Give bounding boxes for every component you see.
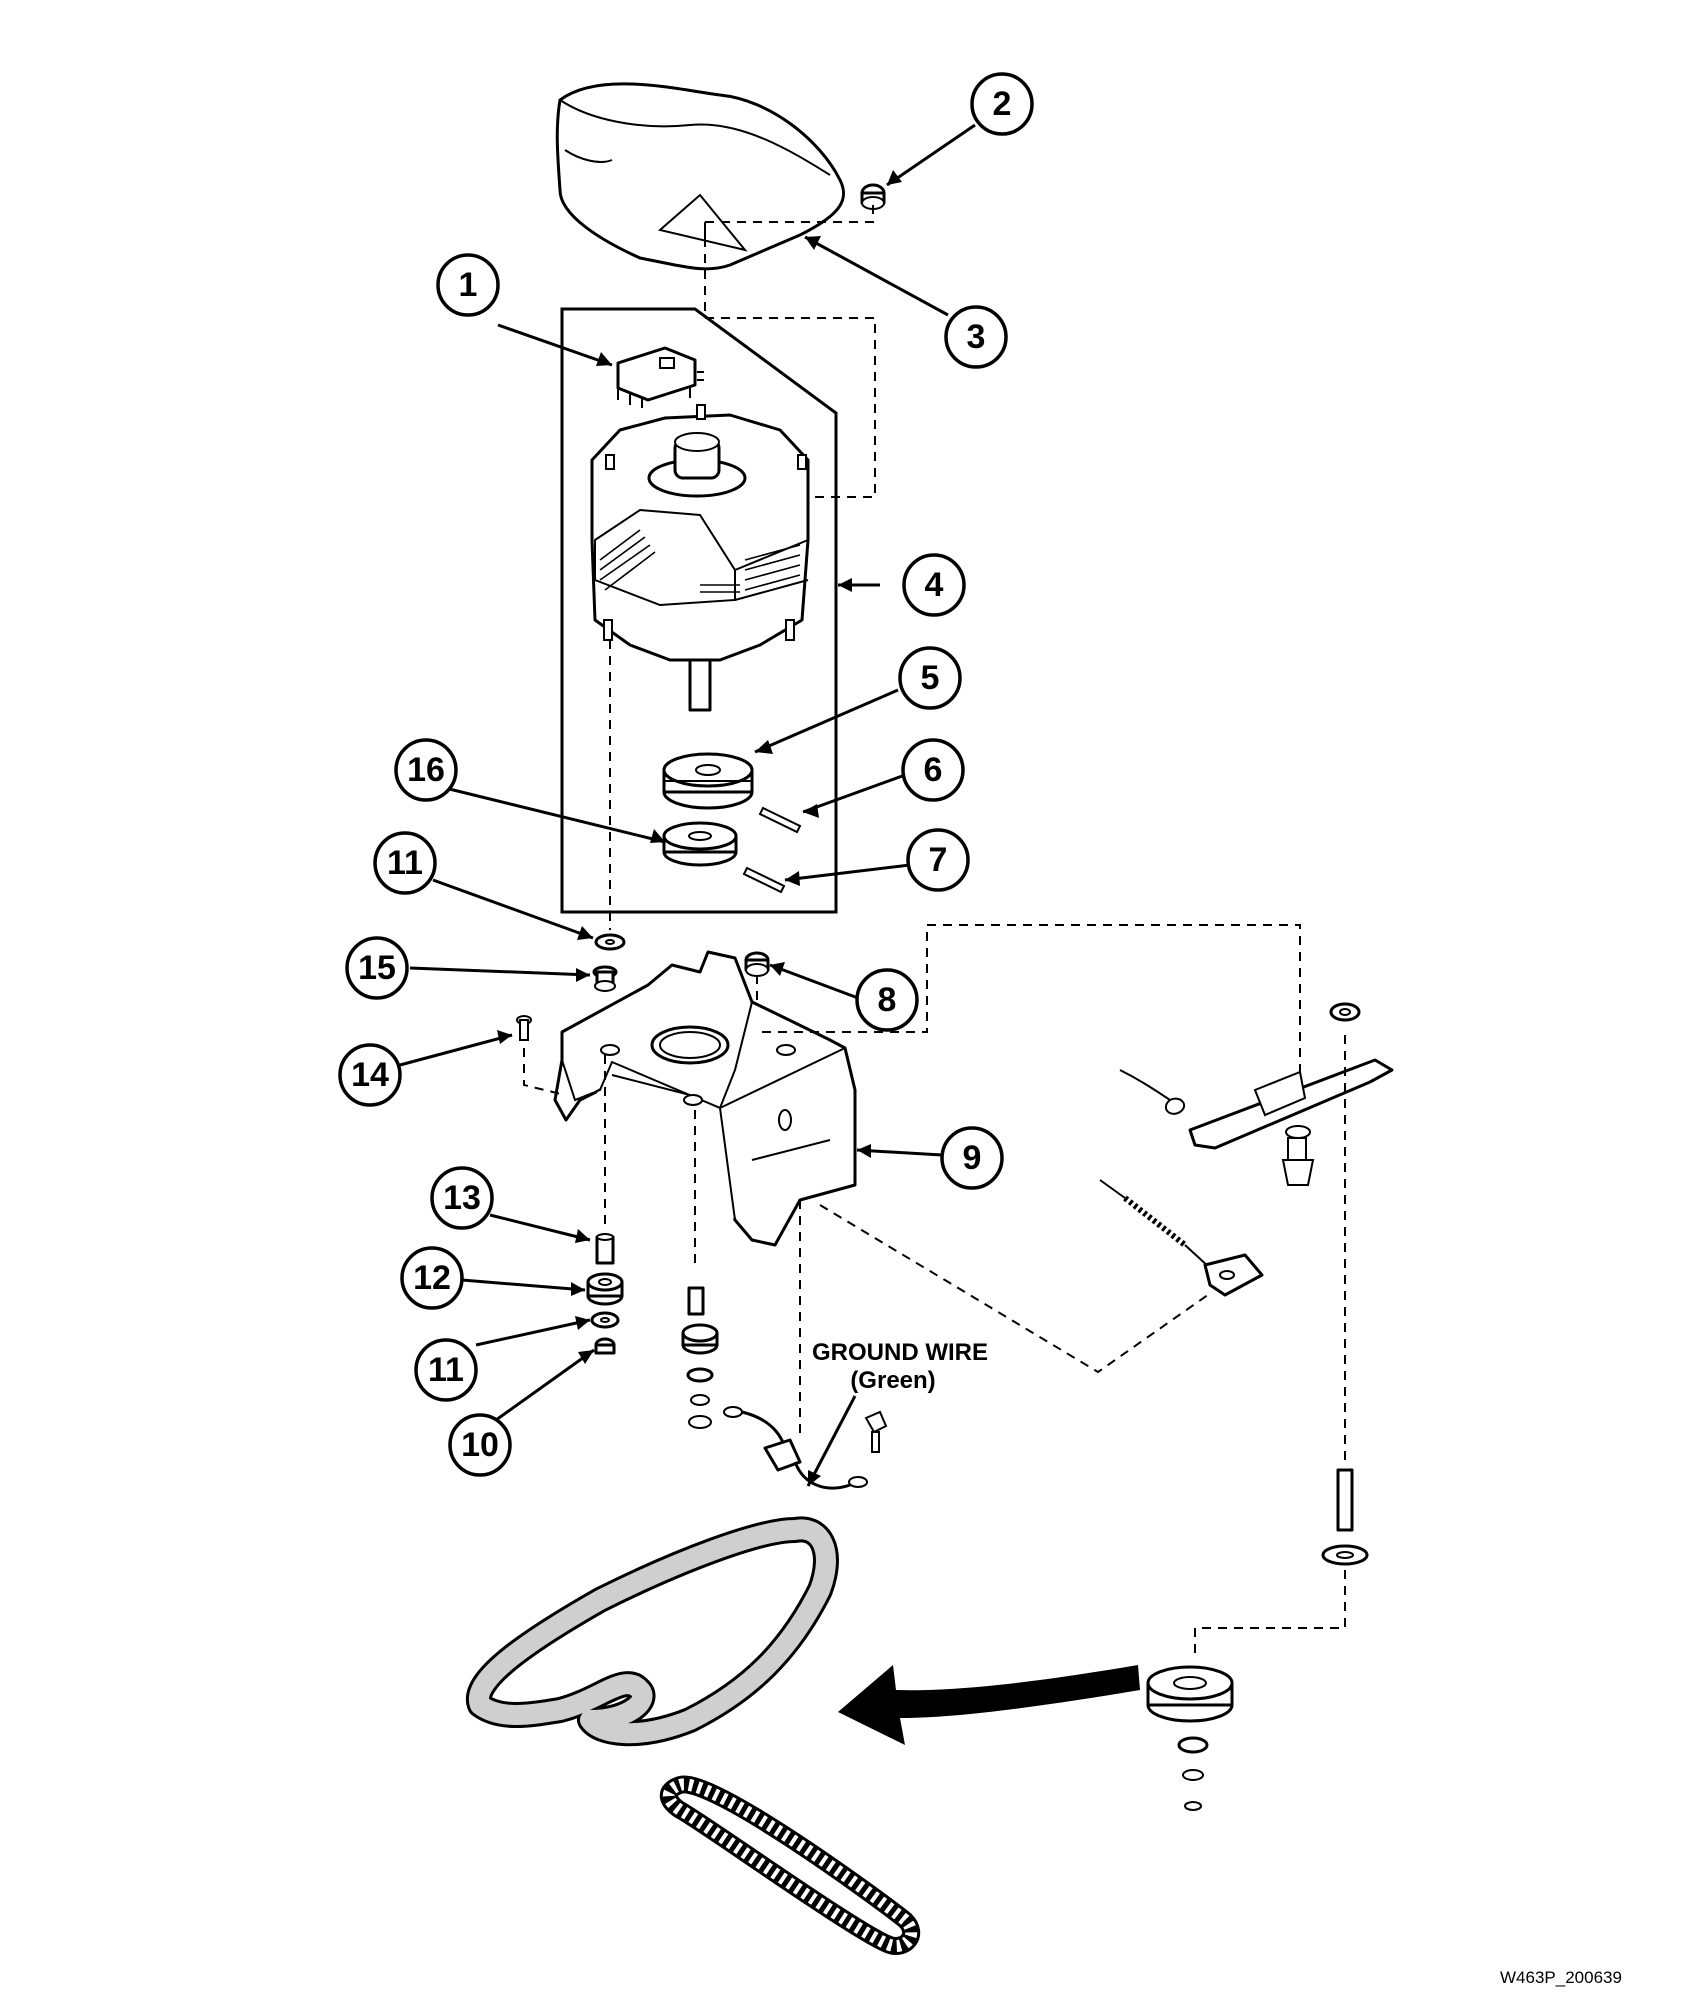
install-direction-arrow [838, 1665, 1140, 1745]
idler-pulley-stack [1321, 1468, 1369, 1566]
callout-7-label: 7 [929, 841, 948, 879]
idler-spring-part [1099, 1179, 1264, 1297]
assembly-line-cover [704, 205, 874, 245]
screw-part-14 [516, 1015, 532, 1041]
callout-1: 1 [436, 253, 500, 317]
callout-10-label: 10 [461, 1426, 499, 1464]
callout-15-label: 15 [358, 949, 396, 987]
key-part-6 [758, 806, 802, 834]
callout-4-label: 4 [925, 566, 944, 604]
washer-part-11-upper [594, 933, 626, 951]
motor-group-frame [560, 307, 838, 914]
callout-8-label: 8 [878, 981, 897, 1019]
assembly-line-cover-mount [704, 222, 876, 498]
idler-arm-part [1119, 1002, 1394, 1186]
callout-12: 12 [400, 1246, 464, 1310]
callout-2-label: 2 [993, 85, 1012, 123]
motor-cover-part [555, 82, 846, 271]
mid-hardware-stack [681, 1286, 719, 1429]
leader-arrowheads [497, 170, 902, 1486]
callout-14-label: 14 [351, 1056, 389, 1094]
callout-3-label: 3 [967, 318, 986, 356]
motor-mount-bracket-part [553, 950, 857, 1247]
callout-9-label: 9 [963, 1139, 982, 1177]
leader-lines [399, 123, 976, 1487]
callout-5-label: 5 [921, 659, 940, 697]
callout-3: 3 [944, 305, 1008, 369]
ground-wire-color-label: (Green) [850, 1367, 935, 1394]
callout-8: 8 [855, 968, 919, 1032]
nut-part-10 [594, 1337, 616, 1355]
assembly-line-drive-pulley [1194, 1570, 1346, 1660]
ground-wire-label: GROUND WIRE [812, 1339, 988, 1366]
grommet-part-15 [592, 965, 618, 992]
chain-belt-part [659, 1775, 921, 1955]
callout-2: 2 [970, 72, 1034, 136]
small-pulley-part [662, 821, 738, 867]
callout-1-label: 1 [459, 266, 478, 304]
key-part-7 [742, 866, 786, 894]
drawing-reference-code: W463P_200639 [1500, 1968, 1622, 1987]
drive-belt-part [466, 1516, 839, 1747]
callout-12-label: 12 [413, 1259, 451, 1297]
ground-wire-part [723, 1406, 888, 1490]
large-pulley-part [662, 752, 754, 810]
assembly-line-idler-top [762, 924, 1301, 1090]
callout-11-lower: 11 [414, 1338, 478, 1402]
callout-15: 15 [345, 936, 409, 1000]
motor-switch-part [616, 346, 704, 408]
assembly-line-14 [523, 1048, 566, 1096]
nut-part-8 [744, 951, 770, 977]
callout-9: 9 [940, 1126, 1004, 1190]
washer-part-11-lower [590, 1311, 620, 1329]
callout-16: 16 [394, 738, 458, 802]
assembly-line-idler-bottom [819, 1204, 1213, 1374]
callout-16-label: 16 [407, 751, 445, 789]
callout-4: 4 [902, 553, 966, 617]
callout-14: 14 [338, 1043, 402, 1107]
callout-11-upper: 11 [373, 831, 437, 895]
grommet-part-12 [586, 1272, 624, 1306]
callout-11-lower-label: 11 [428, 1351, 464, 1389]
callout-13-label: 13 [443, 1179, 481, 1217]
callout-10: 10 [448, 1413, 512, 1477]
drive-pulley-part [1146, 1665, 1234, 1811]
callout-6-label: 6 [924, 751, 943, 789]
callout-11-upper-label: 11 [387, 844, 423, 882]
callout-6: 6 [901, 738, 965, 802]
nut-part-2 [860, 183, 886, 210]
spacer-part-13 [595, 1233, 615, 1265]
callout-7: 7 [906, 828, 970, 892]
callout-13: 13 [430, 1166, 494, 1230]
callout-5: 5 [898, 646, 962, 710]
motor-part [590, 404, 810, 712]
